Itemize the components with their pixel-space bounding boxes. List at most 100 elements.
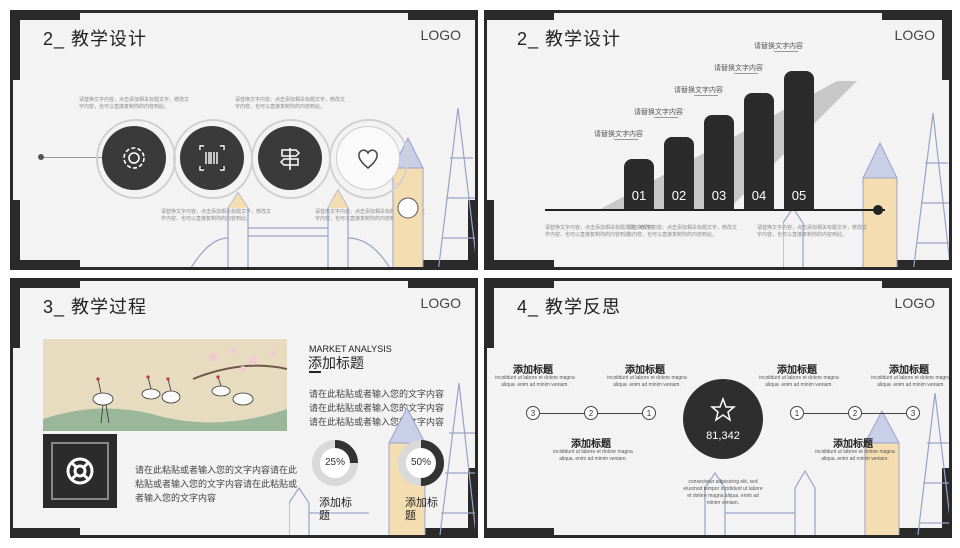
logo: LOGO	[894, 295, 935, 311]
logo: LOGO	[420, 27, 461, 43]
frame-corner	[942, 468, 949, 535]
frame-corner	[13, 528, 80, 535]
text-block: 请替换文字内容，点击添加相关标题文字，修改文字内容，也可以直接复制你的内容到此。	[757, 225, 868, 238]
slide-1[interactable]: 2_ 教学设计 LOGO 请替换文字内容，点击添加相关标题文字，修改文字内容，也…	[10, 10, 478, 270]
point-text: incididunt ut labore et dolore magna ali…	[871, 375, 951, 388]
baseline-dot	[873, 205, 883, 215]
donut-chart-50	[398, 440, 444, 486]
flow-node: 1	[790, 406, 804, 420]
frame-corner	[942, 13, 949, 80]
text-block: 请替换文字内容，点击添加相关标题文字，修改文字内容，也可以直接复制你的内容到此。	[315, 209, 426, 222]
point-text: incididunt ut labore et dolore magna ali…	[495, 375, 575, 388]
heart-icon	[358, 149, 378, 169]
logo: LOGO	[420, 295, 461, 311]
logo: LOGO	[894, 27, 935, 43]
slide-title: 3_ 教学过程	[43, 297, 148, 317]
heart-circle[interactable]	[336, 126, 400, 190]
frame-corner	[13, 281, 20, 348]
stat-circle: 81,342	[683, 379, 763, 459]
baseline	[545, 209, 885, 211]
bar-value-label: 03	[711, 188, 727, 203]
point-text: incididunt ut labore et dolore magna ali…	[759, 375, 839, 388]
slide-title: 2_ 教学设计	[517, 29, 622, 49]
bar-caption-leader	[694, 95, 718, 96]
frame-corner	[13, 281, 80, 288]
gear-icon	[123, 147, 145, 169]
icon-box[interactable]	[43, 434, 117, 508]
timeline-dot	[38, 154, 44, 160]
text-block: 请替换文字内容，点击添加相关标题文字，修改文字内容，也可以直接复制你的内容到此。	[235, 97, 346, 110]
point-title: 添加标题	[625, 365, 665, 376]
bar-caption: 请替换文字内容	[714, 65, 763, 72]
bar-caption-leader	[614, 139, 638, 140]
frame-corner	[487, 528, 554, 535]
text-block: 请替换文字内容，点击添加相关标题文字，修改文字内容，也可以直接复制你的内容到此。	[627, 225, 738, 238]
frame-corner	[882, 260, 949, 267]
frame-corner	[882, 13, 949, 20]
frame-corner	[408, 281, 475, 288]
text-block: 请替换文字内容，点击添加相关标题文字，修改文字内容，也可以直接复制你的内容到此。	[79, 97, 190, 110]
bar-value-label: 02	[671, 188, 687, 203]
bar-05: 05	[784, 71, 814, 209]
body-text-right: 请在此粘贴或者输入您的文字内容请在此粘贴或者输入您的文字内容请在此粘贴或者输入您…	[309, 389, 445, 427]
bar-03: 03	[704, 115, 734, 209]
frame-corner	[468, 200, 475, 267]
flow-node: 3	[526, 406, 540, 420]
point-title: 添加标题	[513, 365, 553, 376]
london-skyline-illustration	[704, 393, 949, 535]
point-title: 添加标题	[833, 439, 873, 450]
flow-node: 3	[906, 406, 920, 420]
stat-value: 81,342	[706, 430, 740, 442]
lifebuoy-icon	[66, 457, 94, 485]
bar-caption-leader	[654, 117, 678, 118]
icon-inner-frame	[51, 442, 109, 500]
bar-04: 04	[744, 93, 774, 209]
bar-caption: 请替换文字内容	[674, 87, 723, 94]
point-title: 添加标题	[571, 439, 611, 450]
bar-caption: 请替换文字内容	[754, 43, 803, 50]
frame-corner	[408, 13, 475, 20]
slide-title: 4_ 教学反思	[517, 297, 622, 317]
slide-2[interactable]: 2_ 教学设计 LOGO 01 请替换文字内容 02 请替换文字内容 03 请替换文字内容…	[484, 10, 952, 270]
bar-caption: 请替换文字内容	[634, 109, 683, 116]
cranes-painting	[43, 339, 287, 431]
donut-caption: 添加标题	[405, 497, 438, 522]
flow-node: 2	[848, 406, 862, 420]
gear-circle[interactable]	[102, 126, 166, 190]
bar-01: 01	[624, 159, 654, 209]
frame-corner	[487, 281, 494, 348]
barcode-circle[interactable]	[180, 126, 244, 190]
frame-corner	[487, 260, 554, 267]
slide-3[interactable]: 3_ 教学过程 LOGO 请在此粘贴或者输入您的文字内容请在此粘贴或者输入您的文…	[10, 278, 478, 538]
signpost-icon	[279, 148, 301, 170]
star-icon	[709, 396, 737, 422]
bar-caption-leader	[734, 73, 758, 74]
body-text-left: 请在此粘贴或者输入您的文字内容请在此粘贴或者输入您的文字内容请在此粘贴或者输入您…	[135, 465, 298, 503]
frame-corner	[408, 260, 475, 267]
bar-value-label: 04	[751, 188, 767, 203]
flow-node: 2	[584, 406, 598, 420]
timeline-line	[41, 157, 103, 158]
donut-label: 50%	[410, 457, 431, 468]
bar-02: 02	[664, 137, 694, 209]
frame-corner	[468, 468, 475, 535]
stat-caption: consectetur adipisicing elit, sed eiusmo…	[683, 479, 763, 506]
slide-4[interactable]: 4_ 教学反思 LOGO 81,342 3 2 1 1 2 3 添加标题 inc…	[484, 278, 952, 538]
frame-corner	[13, 200, 20, 267]
text-block: 请替换文字内容，点击添加相关标题文字，修改文字内容，也可以直接复制你的内容到此。	[545, 225, 656, 238]
frame-corner	[882, 281, 949, 288]
frame-corner	[13, 260, 80, 267]
frame-corner	[408, 528, 475, 535]
donut-label: 25%	[324, 457, 345, 468]
frame-corner	[487, 200, 494, 267]
london-skyline-illustration	[783, 112, 949, 267]
bar-value-label: 05	[791, 188, 807, 203]
frame-corner	[882, 528, 949, 535]
text-block: 请替换文字内容，点击添加相关标题文字，修改文字内容，也可以直接复制你的内容到此。	[161, 209, 272, 222]
point-title: 添加标题	[889, 365, 929, 376]
barcode-icon	[199, 145, 225, 171]
heading-underline	[309, 371, 321, 373]
signpost-circle[interactable]	[258, 126, 322, 190]
market-analysis-label: MARKET ANALYSIS	[309, 344, 392, 354]
bar-value-label: 01	[631, 188, 647, 203]
